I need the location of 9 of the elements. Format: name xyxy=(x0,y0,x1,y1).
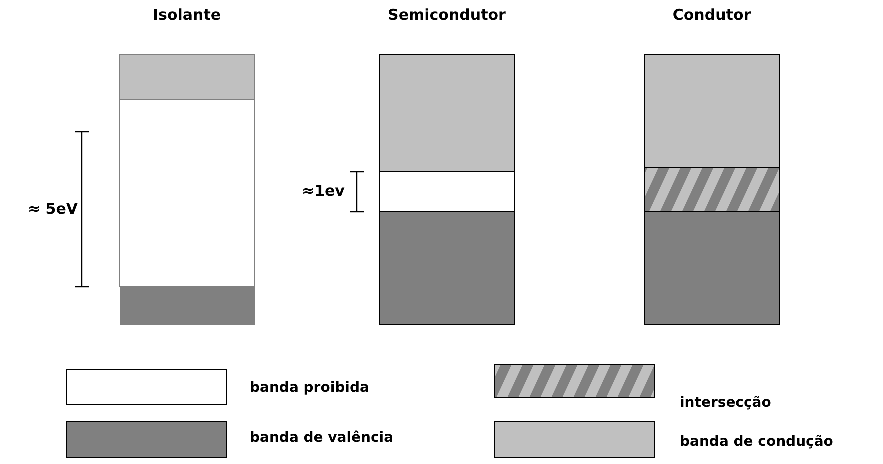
legend-label: intersecção xyxy=(680,395,772,411)
legend-label: banda proibida xyxy=(250,380,370,396)
column-heading: Semicondutor xyxy=(388,6,506,24)
dimension-label: ≈1ev xyxy=(302,182,345,200)
legend-label: banda de valência xyxy=(250,430,394,446)
column-heading: Isolante xyxy=(152,6,222,24)
column-heading: Condutor xyxy=(672,6,752,24)
dimension-label: ≈ 5eV xyxy=(28,200,78,218)
legend-label: banda de condução xyxy=(680,434,834,450)
